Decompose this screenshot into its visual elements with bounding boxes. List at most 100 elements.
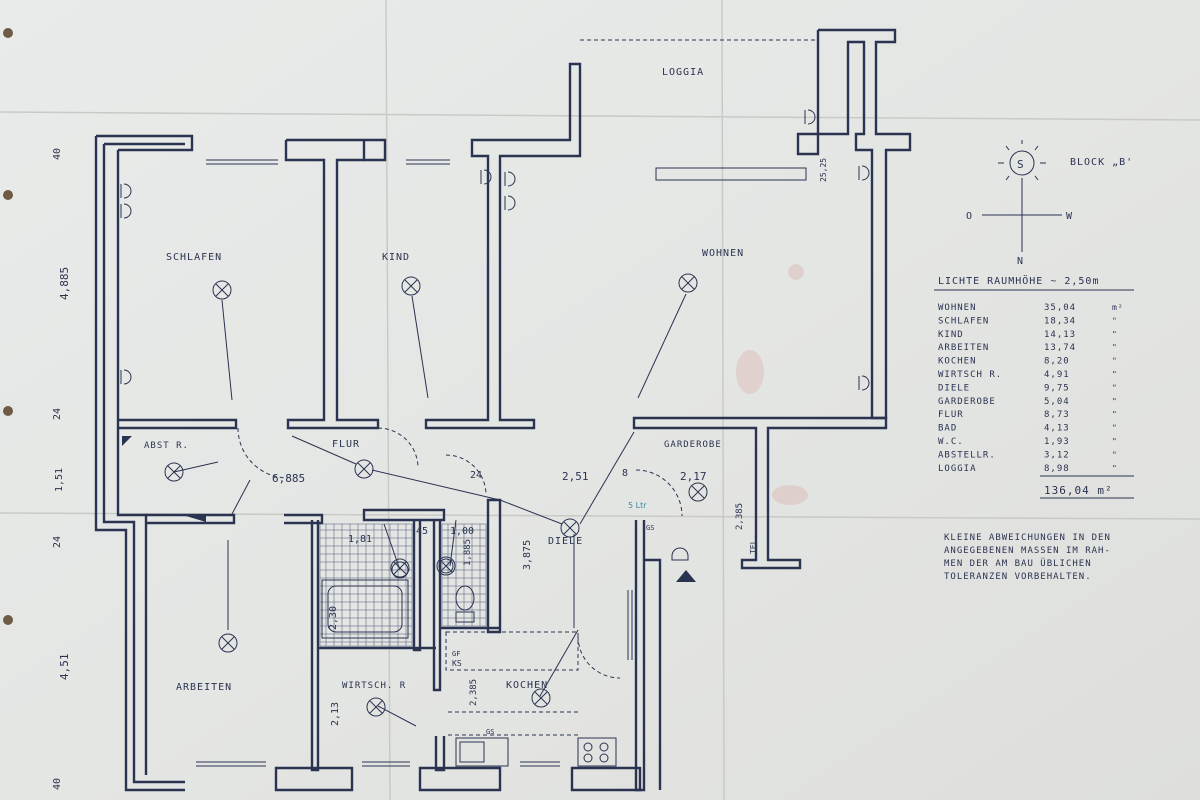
bathroom-fixtures bbox=[321, 558, 475, 639]
ceiling-lights bbox=[164, 273, 708, 717]
dim-left-24-a: 24 bbox=[52, 408, 63, 420]
room-diele: DIELE bbox=[548, 536, 583, 547]
area-row-unit: " bbox=[1112, 424, 1118, 433]
compass-west: W bbox=[1066, 211, 1073, 222]
dim-left-40-top: 40 bbox=[52, 148, 63, 160]
area-row-name: W.C. bbox=[938, 437, 964, 447]
dim-left-40-bottom: 40 bbox=[52, 778, 63, 790]
area-row-name: SCHLAFEN bbox=[938, 316, 989, 326]
small-labels: TEL. GF KS GS GS 5 Ltr bbox=[452, 501, 758, 736]
area-row-name: ABSTELLR. bbox=[938, 450, 996, 460]
dim-24: 24 bbox=[470, 470, 482, 481]
dim-230: 2,30 bbox=[328, 606, 339, 630]
room-kind: KIND bbox=[382, 252, 410, 263]
compass-east: O bbox=[966, 211, 973, 222]
socket-icon bbox=[120, 203, 132, 219]
note-line: KLEINE ABWEICHUNGEN IN DEN bbox=[944, 533, 1111, 543]
dim-1885: 1,885 bbox=[463, 539, 473, 566]
room-wohnen: WOHNEN bbox=[702, 248, 744, 259]
socket-icon bbox=[804, 109, 816, 125]
dim-8: 8 bbox=[622, 468, 628, 479]
dim-left-24-b: 24 bbox=[52, 536, 63, 548]
ceiling-light-icon bbox=[688, 482, 708, 502]
socket-icon bbox=[120, 369, 132, 385]
area-row-name: KOCHEN bbox=[938, 357, 977, 367]
compass-south: S bbox=[1017, 158, 1025, 171]
area-row-value: 1,93 bbox=[1044, 437, 1070, 447]
area-row-value: 4,91 bbox=[1044, 370, 1070, 380]
room-abstr: ABST R. bbox=[144, 441, 189, 451]
area-row-value: 14,13 bbox=[1044, 330, 1076, 340]
dim-left-451: 4,51 bbox=[58, 654, 71, 681]
area-row-value: 8,73 bbox=[1044, 410, 1070, 420]
area-row-name: LOGGIA bbox=[938, 464, 977, 474]
area-row-name: ARBEITEN bbox=[938, 343, 989, 353]
note-line: ANGEGEBENEN MASSEN IM RAH- bbox=[944, 546, 1111, 556]
outer-walls bbox=[94, 28, 912, 792]
area-row-value: 9,75 bbox=[1044, 383, 1070, 393]
area-row-unit: " bbox=[1112, 464, 1118, 473]
dim-213: 2,13 bbox=[330, 702, 341, 726]
label-ks: KS bbox=[452, 659, 462, 668]
ceiling-light-icon bbox=[212, 280, 232, 300]
area-row-unit: m² bbox=[1112, 303, 1124, 312]
label-gf: GF bbox=[452, 650, 460, 658]
socket-icon bbox=[858, 165, 870, 181]
room-wirtsch: WIRTSCH. R bbox=[342, 681, 406, 691]
room-arbeiten: ARBEITEN bbox=[176, 682, 232, 693]
ceiling-light-icon bbox=[401, 276, 421, 296]
area-row-unit: " bbox=[1112, 370, 1118, 379]
ceiling-light-icon bbox=[436, 556, 456, 576]
stains bbox=[736, 264, 808, 505]
area-row-value: 13,74 bbox=[1044, 343, 1076, 353]
room-flur: FLUR bbox=[332, 439, 360, 450]
room-kochen: KOCHEN bbox=[506, 680, 548, 691]
room-labels: LOGGIA SCHLAFEN KIND WOHNEN ABST R. FLUR… bbox=[144, 67, 744, 693]
dim-100: 1,00 bbox=[450, 526, 474, 537]
area-row-name: BAD bbox=[938, 424, 957, 434]
dim-251: 2,51 bbox=[562, 470, 589, 483]
socket-icon bbox=[120, 183, 132, 199]
area-row-name: WOHNEN bbox=[938, 303, 977, 313]
dim-181: 1,81 bbox=[348, 534, 372, 545]
dim-left-151: 1,51 bbox=[54, 468, 65, 492]
room-garderobe: GARDEROBE bbox=[664, 440, 722, 450]
socket-icon bbox=[480, 169, 492, 185]
area-row-value: 4,13 bbox=[1044, 424, 1070, 434]
note-line: MEN DER AM BAU ÜBLICHEN bbox=[944, 558, 1092, 569]
compass-north: N bbox=[1017, 256, 1024, 267]
room-schlafen: SCHLAFEN bbox=[166, 252, 222, 263]
area-row-name: FLUR bbox=[938, 410, 964, 420]
ceiling-light-icon bbox=[678, 273, 698, 293]
ceiling-light-icon bbox=[354, 459, 374, 479]
wiring-lines bbox=[173, 293, 687, 727]
ceiling-light-icon bbox=[560, 518, 580, 538]
dim-2385: 2,385 bbox=[735, 503, 745, 530]
note-line: TOLERANZEN VORBEHALTEN. bbox=[944, 572, 1092, 582]
dim-left-4885: 4,885 bbox=[58, 267, 71, 300]
area-row-unit: " bbox=[1112, 357, 1118, 366]
area-row-value: 35,04 bbox=[1044, 303, 1076, 313]
socket-icon bbox=[858, 375, 870, 391]
area-row-name: DIELE bbox=[938, 383, 970, 393]
area-row-value: 5,04 bbox=[1044, 397, 1070, 407]
socket-icon bbox=[504, 171, 516, 187]
area-row-value: 18,34 bbox=[1044, 316, 1076, 326]
dim-6885: 6,885 bbox=[272, 472, 305, 485]
windows bbox=[196, 159, 807, 767]
bell-symbol bbox=[671, 547, 689, 561]
area-row-unit: " bbox=[1112, 410, 1118, 419]
socket-icon bbox=[504, 195, 516, 211]
room-height: LICHTE RAUMHÖHE ~ 2,50m bbox=[938, 274, 1099, 287]
area-row-value: 8,20 bbox=[1044, 357, 1070, 367]
area-total: 136,04 m² bbox=[1044, 484, 1113, 497]
area-row-unit: " bbox=[1112, 316, 1118, 325]
tile-grid bbox=[320, 524, 486, 646]
dim-3875: 3,875 bbox=[522, 540, 533, 570]
ceiling-light-icon bbox=[531, 688, 551, 708]
room-loggia: LOGGIA bbox=[662, 67, 704, 78]
dim-2525: 25,25 bbox=[819, 158, 828, 182]
